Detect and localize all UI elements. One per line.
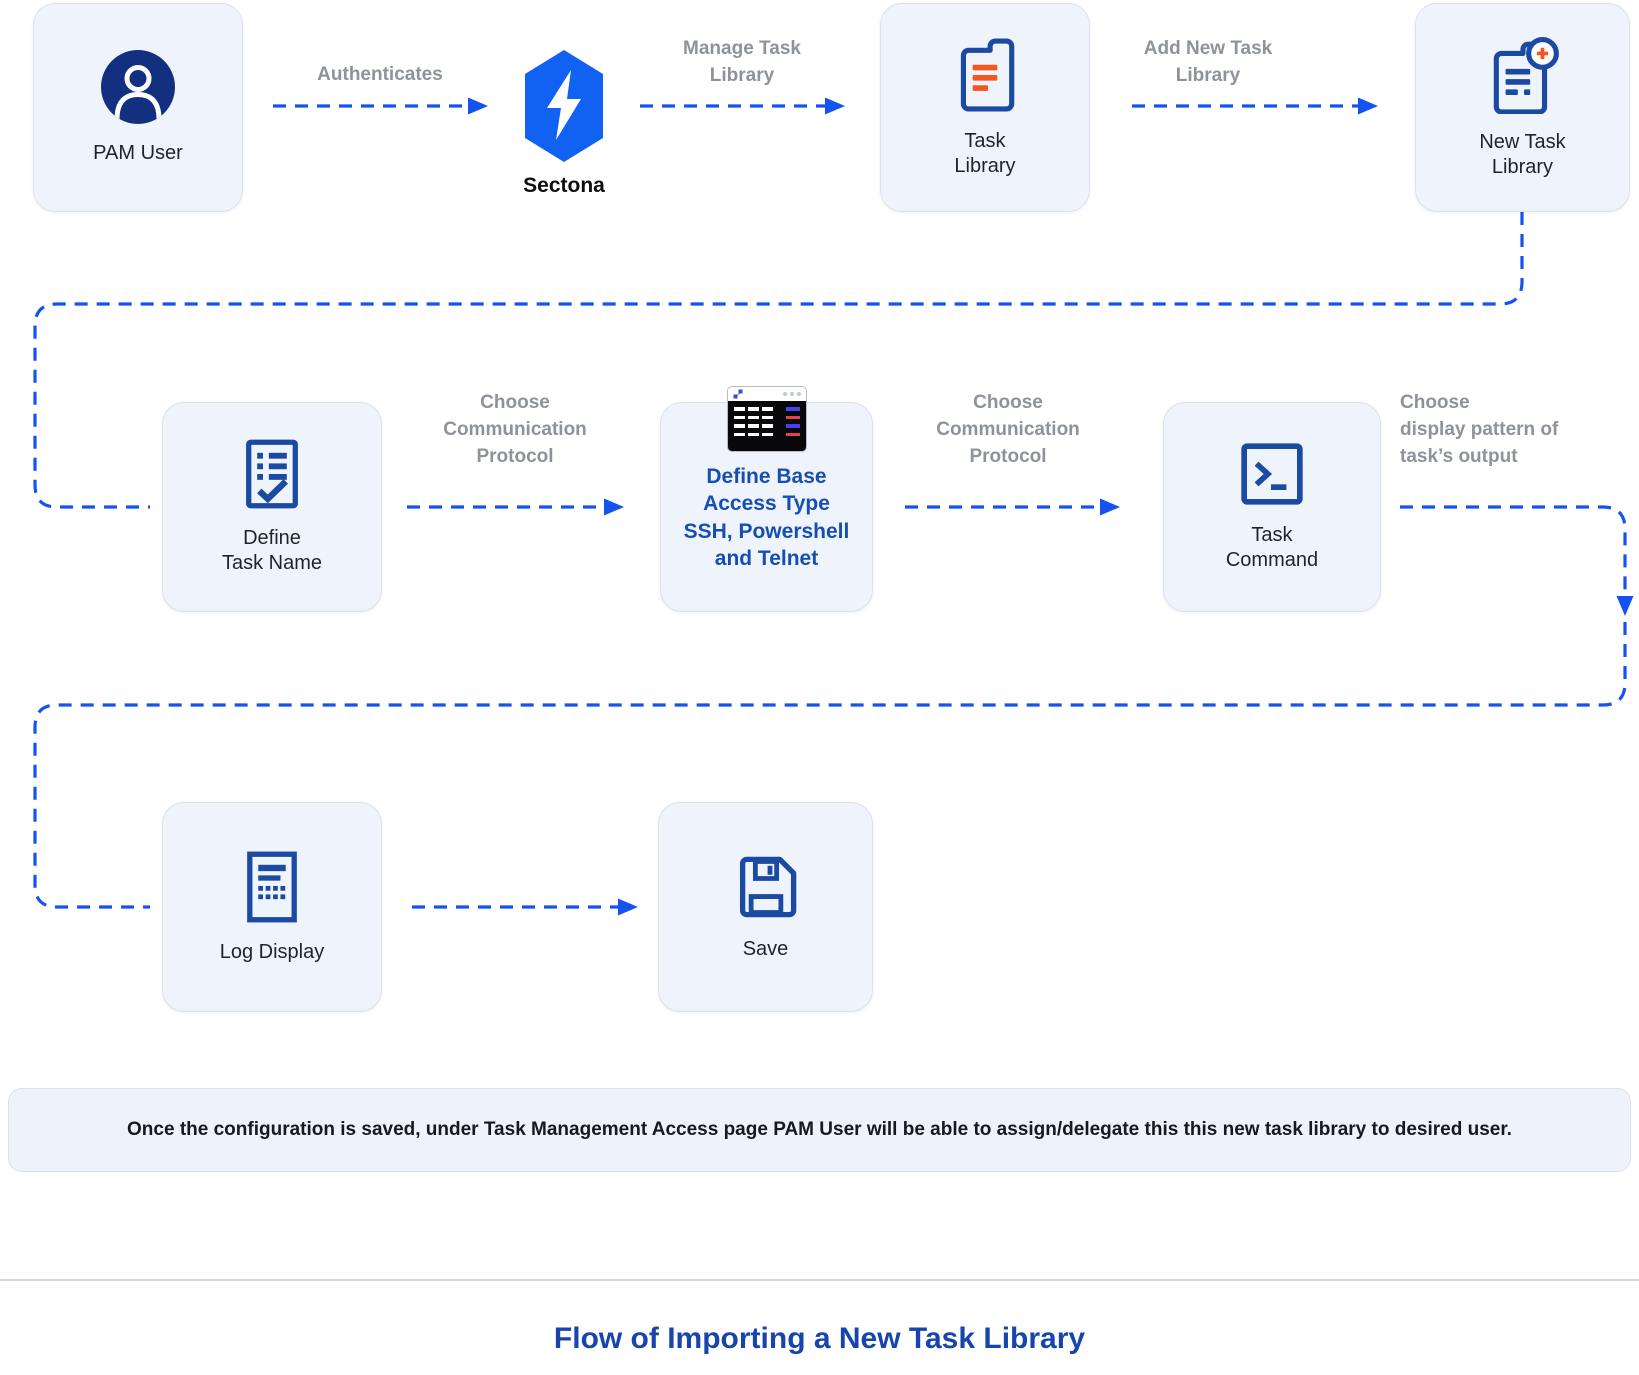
sectona-label: Sectona bbox=[523, 174, 605, 197]
choose-display-pattern-label: Choose display pattern of task’s output bbox=[1400, 392, 1559, 467]
define-task-name-node: Define Task Name bbox=[162, 402, 382, 612]
sectona-logo-icon bbox=[525, 50, 603, 162]
choose-protocol-label-2: Choose Communication Protocol bbox=[936, 392, 1080, 467]
save-label: Save bbox=[742, 937, 789, 960]
save-node: Save bbox=[658, 802, 873, 1012]
new-task-library-node: New Task Library bbox=[1415, 3, 1630, 212]
terminal-window-illustration bbox=[726, 386, 807, 452]
terminal-body bbox=[727, 401, 806, 451]
arrowhead-manage-task-library bbox=[825, 97, 845, 115]
authenticates-label: Authenticates bbox=[317, 64, 443, 85]
checklist-doc-icon bbox=[246, 439, 298, 509]
arrowhead-authenticates bbox=[468, 97, 488, 115]
task-command-node: Task Command bbox=[1163, 402, 1381, 612]
define-task-name-label: Define Task Name bbox=[221, 527, 323, 574]
manage-task-library-label: Manage Task Library bbox=[683, 38, 801, 86]
user-avatar-icon bbox=[101, 50, 175, 124]
terminal-titlebar bbox=[728, 387, 806, 401]
arrowhead-add-new-task-library bbox=[1358, 97, 1378, 115]
task-library-label: Task Library bbox=[954, 129, 1016, 177]
sectona-node: Sectona bbox=[502, 48, 626, 198]
log-display-node: Log Display bbox=[162, 802, 382, 1012]
new-task-library-doc-icon bbox=[1493, 36, 1559, 114]
connector-display-pattern-down bbox=[1400, 505, 1627, 596]
arrowhead-log-to-save bbox=[618, 898, 638, 916]
define-base-access-node: Define Base Access Type SSH, Powershell … bbox=[660, 386, 873, 612]
pam-user-node: PAM User bbox=[33, 3, 243, 212]
define-base-access-label: Define Base Access Type SSH, Powershell … bbox=[683, 465, 850, 570]
terminal-command-icon bbox=[1241, 443, 1303, 505]
log-document-icon bbox=[247, 851, 297, 922]
add-new-task-library-label: Add New Task Library bbox=[1143, 38, 1273, 86]
pam-user-label: PAM User bbox=[93, 142, 183, 164]
note-text: Once the configuration is saved, under T… bbox=[127, 1119, 1512, 1140]
window-dots-icon bbox=[782, 392, 801, 396]
log-display-label: Log Display bbox=[219, 940, 325, 963]
note-box: Once the configuration is saved, under T… bbox=[8, 1088, 1631, 1172]
arrowhead-choose-protocol-1 bbox=[604, 498, 624, 516]
putty-icon bbox=[733, 389, 742, 399]
new-task-library-label: New Task Library bbox=[1479, 130, 1566, 178]
arrowhead-display-pattern-down bbox=[1616, 596, 1634, 616]
choose-protocol-label-1: Choose Communication Protocol bbox=[443, 392, 587, 467]
arrowhead-choose-protocol-2 bbox=[1100, 498, 1120, 516]
task-command-label: Task Command bbox=[1225, 524, 1319, 571]
save-floppy-icon bbox=[739, 856, 796, 917]
task-library-node: Task Library bbox=[880, 3, 1090, 212]
footer-divider bbox=[0, 1279, 1639, 1281]
task-library-doc-icon bbox=[960, 38, 1015, 111]
page-title: Flow of Importing a New Task Library bbox=[553, 1322, 1086, 1355]
